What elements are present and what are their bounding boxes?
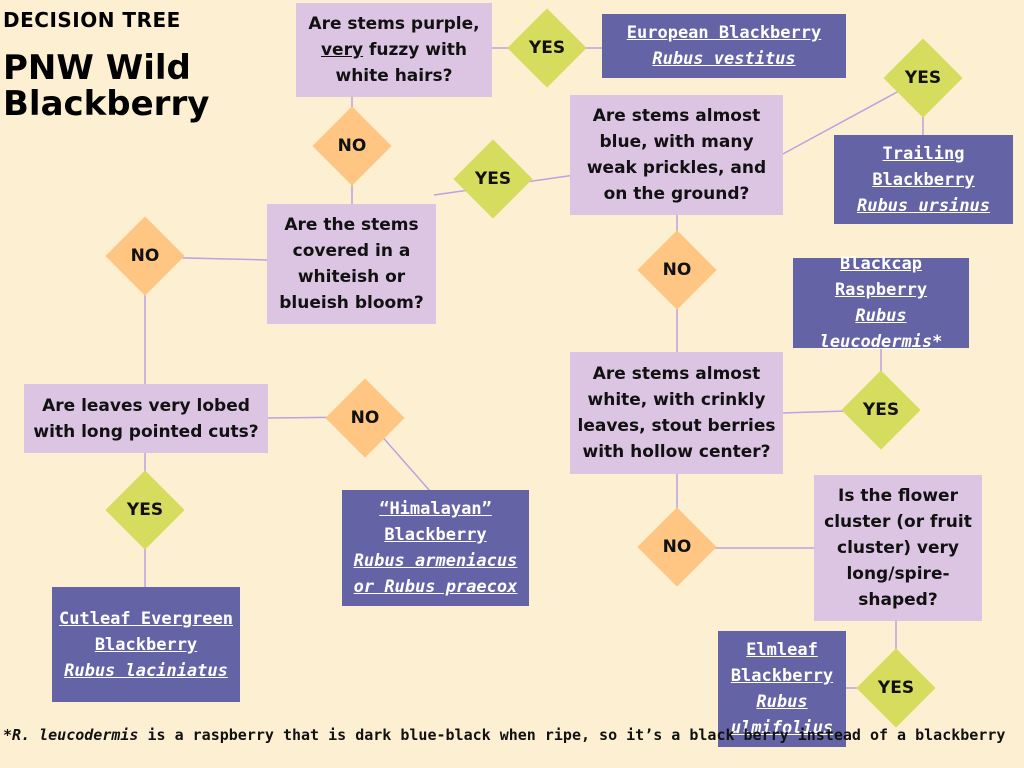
no-diamond-bloom: NO <box>105 216 185 296</box>
no-diamond-blue: NO <box>637 230 717 310</box>
question-lobed-leaves: Are leaves very lobed with long pointed … <box>24 384 268 453</box>
question-flower-cluster: Is the flower cluster (or fruit cluster)… <box>814 475 982 621</box>
no-diamond-lobed: NO <box>325 378 405 458</box>
yes-diamond-lobed: YES <box>105 470 185 550</box>
page-title: PNW Wild Blackberry <box>3 48 210 124</box>
kicker-label: DECISION TREE <box>3 8 181 32</box>
question-bloom: Are the stems covered in a whiteish or b… <box>267 204 436 324</box>
yes-diamond-white: YES <box>841 370 921 450</box>
yes-diamond-cluster: YES <box>856 648 936 728</box>
result-himalayan-blackberry: “Himalayan” Blackberry Rubus armeniacus … <box>342 490 529 606</box>
result-elmleaf-blackberry: Elmleaf Blackberry Rubus ulmifolius <box>718 631 846 747</box>
result-cutleaf-blackberry: Cutleaf Evergreen Blackberry Rubus lacin… <box>52 587 240 702</box>
result-blackcap-raspberry: Blackcap Raspberry Rubus leucodermis* <box>793 254 969 352</box>
footnote: *R. leucodermis is a raspberry that is d… <box>3 726 1006 744</box>
question-purple-stems: Are stems purple,very fuzzy with white h… <box>296 3 492 97</box>
yes-diamond-purple: YES <box>507 8 587 88</box>
result-european-blackberry: European Blackberry Rubus vestitus <box>602 14 846 78</box>
question-blue-stems: Are stems almost blue, with many weak pr… <box>570 95 783 215</box>
no-diamond-purple: NO <box>312 106 392 186</box>
yes-diamond-bloom: YES <box>453 139 533 219</box>
no-diamond-white: NO <box>637 507 717 587</box>
result-trailing-blackberry: Trailing Blackberry Rubus ursinus <box>834 135 1013 224</box>
question-white-stems: Are stems almost white, with crinkly lea… <box>570 352 783 474</box>
yes-diamond-blue: YES <box>883 38 963 118</box>
